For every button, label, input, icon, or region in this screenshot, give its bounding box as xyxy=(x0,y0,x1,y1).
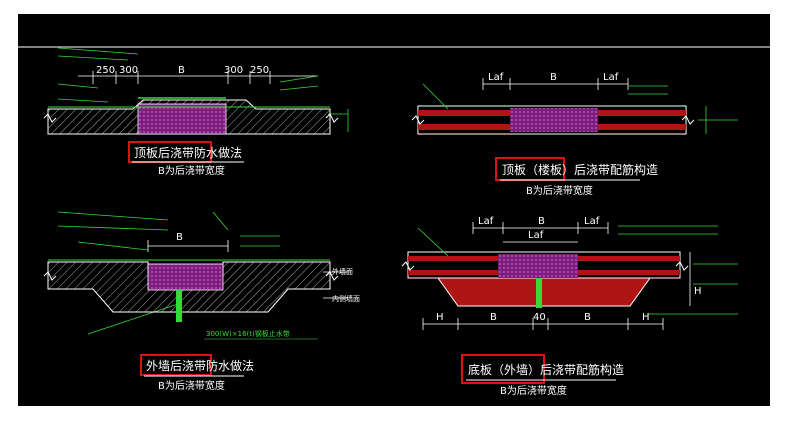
detail-title: 顶板（楼板）后浇带配筋构造 xyxy=(502,162,658,177)
dim-label: B xyxy=(550,72,557,83)
dim-label: Laf xyxy=(584,216,600,227)
highlight-box xyxy=(140,354,212,376)
dim-label: 250 xyxy=(250,65,269,76)
detail-subtitle: B为后浇带宽度 xyxy=(158,164,225,177)
annotation-leaders xyxy=(57,47,349,132)
detail-roof-rebar: Laf B Laf 顶板（楼板）后浇带配筋构造 B为后浇带宽度 xyxy=(411,72,738,197)
dim-label: H xyxy=(642,312,650,323)
dim-label: Laf xyxy=(528,230,544,241)
dimension-chain xyxy=(482,78,629,90)
break-mark xyxy=(325,113,339,123)
dim-label: Laf xyxy=(488,72,504,83)
dimension-chain xyxy=(78,71,318,84)
dimension-chain xyxy=(472,222,609,243)
dim-label: B xyxy=(176,232,183,243)
cad-drawing-canvas: 250 300 B 300 250 顶板后浇带防水做法 B为后浇带宽度 xyxy=(18,14,770,406)
highlight-box xyxy=(461,354,545,384)
dimension-chain xyxy=(147,240,229,252)
detail-title: 底板（外墙）后浇带配筋构造 xyxy=(468,362,624,377)
annotation-leaders xyxy=(417,225,738,315)
break-mark xyxy=(43,271,57,281)
break-mark xyxy=(43,113,57,123)
cad-drawing: 250 300 B 300 250 顶板后浇带防水做法 B为后浇带宽度 xyxy=(18,46,770,397)
steel-waterstop xyxy=(176,290,182,322)
break-mark xyxy=(675,261,689,271)
break-mark xyxy=(401,261,415,271)
post-pour-strip xyxy=(147,263,224,291)
dim-label: 250 xyxy=(96,65,115,76)
detail-roof-waterproof: 250 300 B 300 250 顶板后浇带防水做法 B为后浇带宽度 xyxy=(43,47,349,177)
side-label: 外墙面 xyxy=(332,267,353,276)
dim-label: 40 xyxy=(533,312,546,323)
break-mark xyxy=(325,271,339,281)
dim-label: B xyxy=(178,65,185,76)
steel-waterstop xyxy=(536,278,542,308)
bottom-note: 300(W)×16(t)钢板止水带 xyxy=(206,329,290,338)
bottom-dimension-chain xyxy=(422,318,664,330)
dim-label: Laf xyxy=(603,72,619,83)
dim-label: 300 xyxy=(119,65,138,76)
break-mark xyxy=(411,115,425,125)
post-pour-strip xyxy=(510,108,598,132)
dim-label: B xyxy=(490,312,497,323)
detail-title: 顶板后浇带防水做法 xyxy=(134,145,242,160)
post-pour-strip xyxy=(498,254,578,278)
detail-base-rebar: Laf B Laf Laf H H B 40 B H 底板（外 xyxy=(401,216,738,397)
detail-wall-waterproof: B 外墙面 内侧墙面 300(W)×16(t)钢板止水带 外墙后浇带防水做法 B… xyxy=(43,211,360,392)
annotation-leaders xyxy=(422,83,738,134)
thickened-base xyxy=(437,277,651,307)
detail-subtitle: B为后浇带宽度 xyxy=(158,379,225,392)
side-dim: H xyxy=(694,286,702,297)
post-pour-strip xyxy=(137,103,227,135)
detail-subtitle: B为后浇带宽度 xyxy=(500,384,567,397)
dim-label: H xyxy=(436,312,444,323)
dim-label: B xyxy=(584,312,591,323)
dim-label: 300 xyxy=(224,65,243,76)
detail-title: 外墙后浇带防水做法 xyxy=(146,358,254,373)
dim-label: Laf xyxy=(478,216,494,227)
dim-label: B xyxy=(538,216,545,227)
side-label: 内侧墙面 xyxy=(332,294,360,303)
detail-subtitle: B为后浇带宽度 xyxy=(526,184,593,197)
break-mark xyxy=(681,115,695,125)
